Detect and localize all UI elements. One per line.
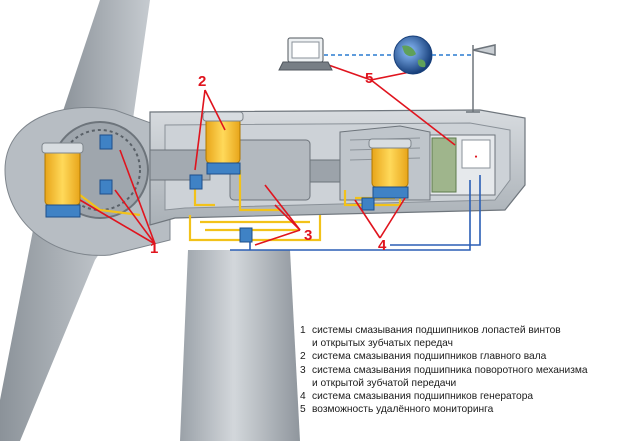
callout-5: 5 [365, 70, 373, 87]
monitor-unit [461, 139, 491, 169]
legend-num: 1 [300, 325, 306, 336]
callout-2: 2 [198, 73, 206, 90]
cabinet-door [431, 137, 457, 193]
legend-item-3: 3 система смазывания подшипника поворотн… [300, 364, 622, 390]
legend-item-4: 4 система смазывания подшипников генерат… [300, 390, 622, 403]
legend-item-2: 2 система смазывания подшипников главног… [300, 350, 622, 363]
legend-text: возможность удалённого мониторинга [312, 404, 494, 416]
callout-4: 4 [378, 237, 387, 254]
callout-3: 3 [304, 227, 312, 244]
legend-num: 3 [300, 364, 306, 376]
tower [180, 250, 300, 441]
laptop-icon [278, 37, 333, 71]
pump-main-shaft [202, 111, 244, 175]
legend-text: и открытой зубчатой передачи [312, 377, 457, 389]
legend-text: системы смазывания подшипников лопастей … [312, 325, 561, 336]
legend-num: 2 [300, 351, 306, 363]
legend-item-5: 5 возможность удалённого мониторинга [300, 403, 622, 416]
legend-text: и открытых зубчатых передач [312, 338, 453, 350]
legend: 1 системы смазывания подшипников лопасте… [300, 324, 622, 416]
distributors [99, 134, 375, 243]
legend-text: система смазывания подшипника поворотног… [312, 364, 588, 376]
legend-text: система смазывания подшипников генератор… [312, 391, 534, 403]
callout-lines [79, 61, 456, 246]
blade-upper [60, 0, 150, 140]
legend-num: 5 [300, 404, 306, 416]
legend-item-1: 1 системы смазывания подшипников лопасте… [300, 324, 622, 350]
globe-icon [393, 35, 433, 75]
antenna-icon [466, 44, 496, 113]
pump-hub [41, 142, 84, 218]
pump-generator [368, 138, 412, 199]
blade-lower [0, 220, 115, 441]
svg-text:●: ● [474, 154, 477, 160]
callout-1: 1 [150, 240, 158, 257]
legend-num: 4 [300, 391, 306, 403]
legend-text: система смазывания подшипников главного … [312, 351, 547, 363]
